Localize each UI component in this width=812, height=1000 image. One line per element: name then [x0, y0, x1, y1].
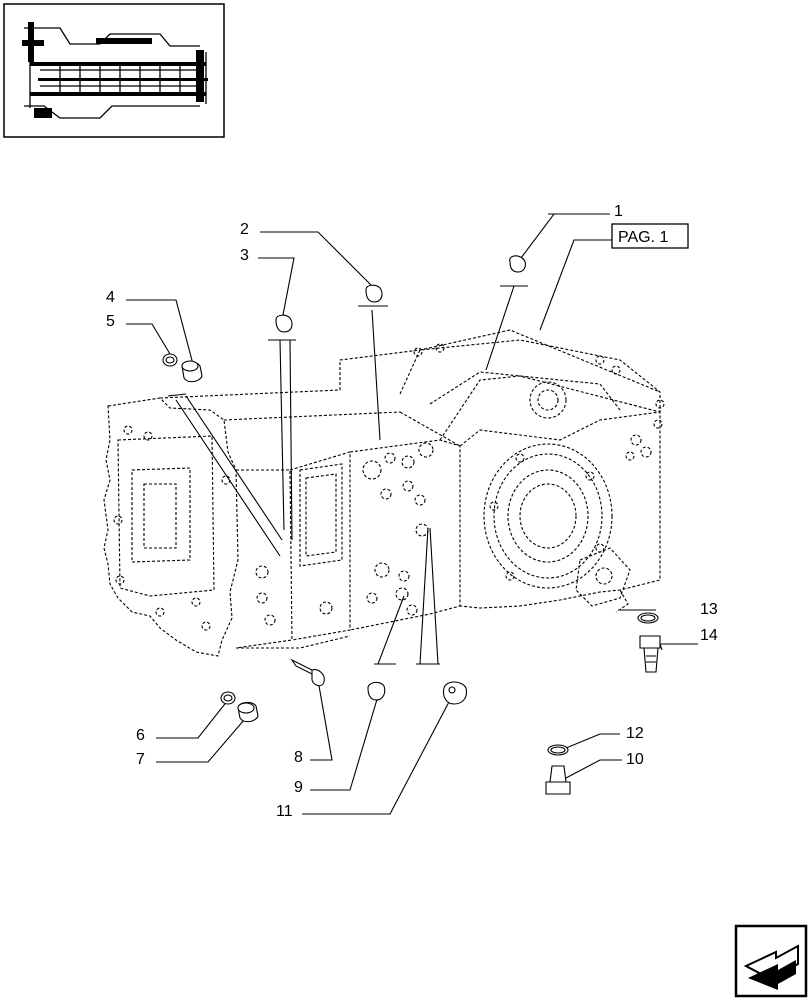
callout-1: 1: [614, 203, 623, 220]
callout-12: 12: [626, 725, 644, 742]
part-plug-7[interactable]: [237, 701, 259, 723]
part-plug-1[interactable]: [509, 255, 527, 273]
callout-8: 8: [294, 749, 303, 766]
callout-labels: 1 2 3 4 5 6 7 8 9 10 11 12 13 14: [106, 203, 718, 820]
callout-6: 6: [136, 727, 145, 744]
part-screw-8[interactable]: [290, 658, 325, 687]
part-washer-6[interactable]: [220, 691, 236, 705]
part-plug-10[interactable]: [545, 765, 571, 795]
overview-thumbnail[interactable]: [3, 3, 225, 138]
part-washer-13[interactable]: [637, 612, 659, 624]
part-cover-11[interactable]: [442, 681, 468, 705]
callout-10: 10: [626, 751, 644, 768]
part-plug-4[interactable]: [181, 360, 203, 383]
next-page-arrow-icon[interactable]: [734, 924, 808, 998]
page-reference-label: PAG. 1: [618, 229, 668, 246]
part-washer-5[interactable]: [162, 353, 178, 367]
callout-13: 13: [700, 601, 718, 618]
part-plug-9[interactable]: [367, 681, 386, 701]
callout-2: 2: [240, 221, 249, 238]
leader-lines: [126, 213, 698, 815]
callout-7: 7: [136, 751, 145, 768]
callout-11: 11: [276, 803, 293, 820]
callout-4: 4: [106, 289, 115, 306]
break-markers: [167, 285, 528, 665]
part-plug-3[interactable]: [275, 314, 293, 333]
part-fitting-14[interactable]: [639, 635, 661, 673]
callout-9: 9: [294, 779, 303, 796]
part-washer-12[interactable]: [547, 744, 569, 756]
page-reference-box[interactable]: PAG. 1: [611, 223, 689, 249]
part-plug-2[interactable]: [365, 284, 383, 303]
callout-3: 3: [240, 247, 249, 264]
callout-5: 5: [106, 313, 115, 330]
callout-14: 14: [700, 627, 718, 644]
